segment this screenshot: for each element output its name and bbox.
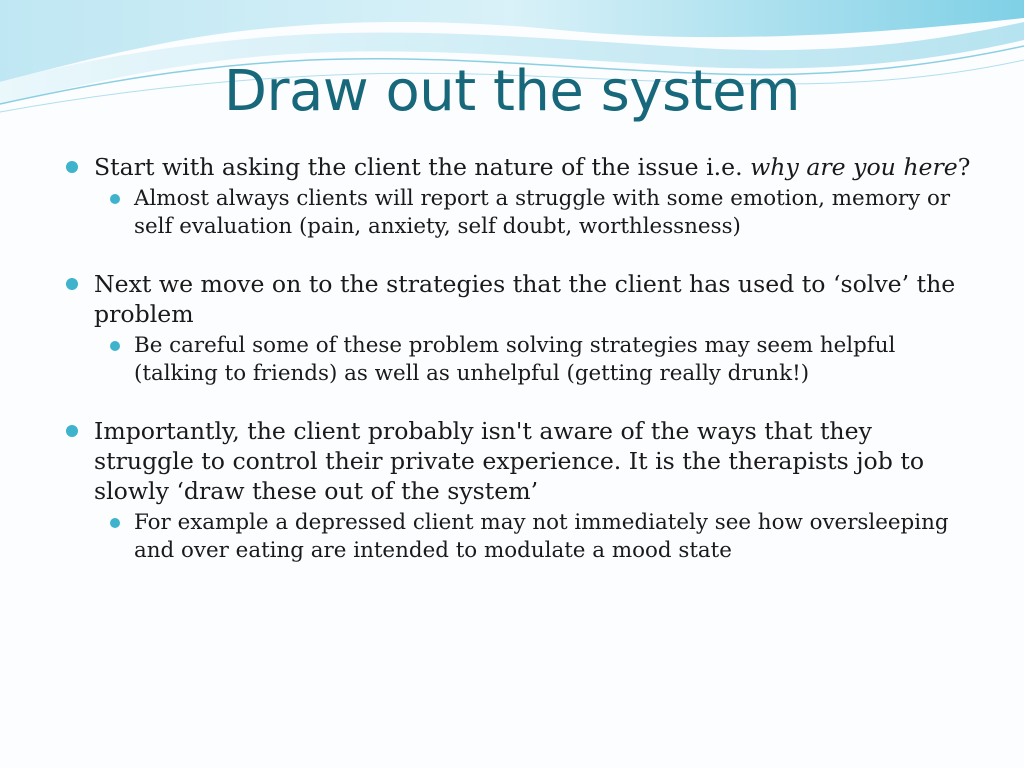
bullet-list: Start with asking the client the nature … bbox=[62, 152, 972, 565]
slide-title: Draw out the system bbox=[223, 59, 801, 124]
sub-bullet-dot-icon bbox=[110, 518, 120, 528]
bullet-item-2: Next we move on to the strategies that t… bbox=[62, 269, 972, 388]
sub-bullet-1-text: Almost always clients will report a stru… bbox=[134, 186, 951, 239]
bullet-dot-icon bbox=[66, 425, 78, 437]
bullet-1-text: Start with asking the client the nature … bbox=[94, 153, 971, 181]
sub-bullet-2: Be careful some of these problem solving… bbox=[104, 332, 972, 388]
bullet-dot-icon bbox=[66, 161, 78, 173]
bullet-item-1: Start with asking the client the nature … bbox=[62, 152, 972, 241]
bullet-dot-icon bbox=[66, 278, 78, 290]
sub-bullet-2-text: Be careful some of these problem solving… bbox=[134, 333, 896, 386]
sub-bullet-1: Almost always clients will report a stru… bbox=[104, 185, 972, 241]
sub-bullet-3: For example a depressed client may not i… bbox=[104, 509, 972, 565]
bullet-item-3: Importantly, the client probably isn't a… bbox=[62, 416, 972, 565]
sub-bullet-dot-icon bbox=[110, 341, 120, 351]
bullet-2-text: Next we move on to the strategies that t… bbox=[94, 270, 956, 328]
sub-bullet-3-text: For example a depressed client may not i… bbox=[134, 510, 949, 563]
sub-bullet-dot-icon bbox=[110, 194, 120, 204]
wave-decoration bbox=[0, 0, 1024, 113]
bullet-3-text: Importantly, the client probably isn't a… bbox=[94, 417, 925, 505]
